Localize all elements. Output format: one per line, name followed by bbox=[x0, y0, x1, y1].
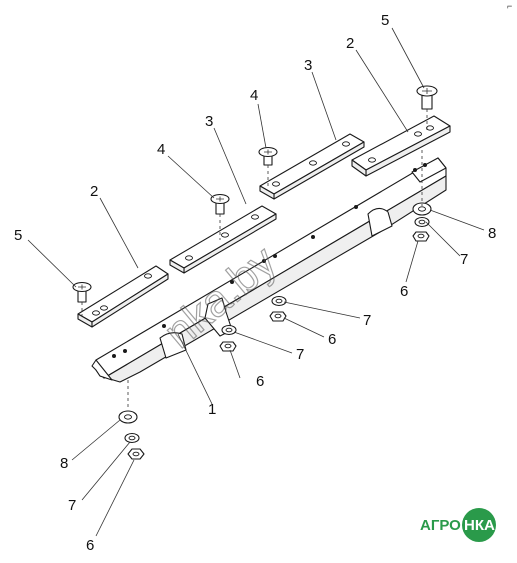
fastener-stack-mid-left bbox=[219, 324, 237, 352]
callout-8-right: 8 bbox=[488, 225, 496, 242]
callout-2-left: 2 bbox=[90, 183, 98, 200]
spacer-plate-left bbox=[169, 205, 277, 274]
callout-4-left: 4 bbox=[157, 141, 165, 158]
callout-6-mid-right: 6 bbox=[328, 331, 336, 348]
bolt-right-mid bbox=[258, 146, 278, 166]
fastener-stack-bottom bbox=[118, 410, 145, 460]
bolt-left-end bbox=[72, 281, 92, 303]
callout-3-left: 3 bbox=[205, 113, 213, 130]
fastener-stack-mid-right bbox=[269, 295, 287, 322]
callout-6-right: 6 bbox=[400, 283, 408, 300]
agronka-logo: АГРО НКА bbox=[420, 508, 496, 542]
callout-7-right: 7 bbox=[460, 251, 468, 268]
callout-7-mid-right: 7 bbox=[363, 312, 371, 329]
main-bar-part bbox=[91, 157, 447, 383]
bolt-right-end bbox=[416, 85, 438, 110]
callout-5-left: 5 bbox=[14, 227, 22, 244]
callout-2-right: 2 bbox=[346, 35, 354, 52]
corner-mark: ⌐ bbox=[507, 1, 512, 11]
callout-5-right: 5 bbox=[381, 12, 389, 29]
callout-4-right: 4 bbox=[250, 87, 258, 104]
callout-6-mid-left: 6 bbox=[256, 373, 264, 390]
spacer-plate-right bbox=[259, 133, 365, 200]
callout-8-bottom: 8 bbox=[60, 455, 68, 472]
end-plate-right bbox=[351, 115, 451, 177]
logo-circle bbox=[462, 508, 496, 542]
callout-3-right: 3 bbox=[304, 57, 312, 74]
leader-lines bbox=[27, 27, 485, 537]
callout-7-bottom: 7 bbox=[68, 497, 76, 514]
fastener-stack-right bbox=[412, 202, 432, 242]
end-plate-left bbox=[77, 265, 169, 328]
callout-7-mid-left: 7 bbox=[296, 346, 304, 363]
callout-6-bottom: 6 bbox=[86, 537, 94, 554]
logo-text-left: АГРО bbox=[420, 517, 461, 534]
callout-labels: 1 2 2 3 3 4 4 5 5 6 6 6 6 7 7 7 7 8 8 bbox=[14, 12, 496, 554]
logo-text-right: НКА bbox=[464, 517, 495, 534]
callout-1: 1 bbox=[208, 401, 216, 418]
